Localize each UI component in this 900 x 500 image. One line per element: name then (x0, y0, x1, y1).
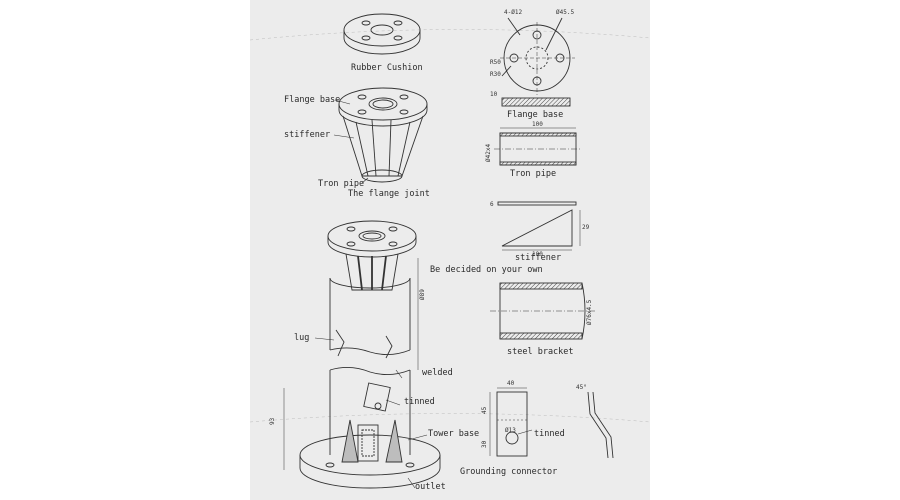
tinned-left-label: tinned (404, 397, 435, 407)
dim-bolt-holes: 4-Ø12 (504, 9, 523, 16)
dim-bracket-pipe: Ø76x4.5 (586, 299, 593, 325)
tinned-right-label: tinned (534, 429, 565, 439)
dim-connector-width: 40 (507, 380, 515, 387)
dim-thickness: 10 (490, 91, 498, 98)
drawing-sheet: Rubber Cushion Flange base stiffener Tro… (250, 0, 650, 500)
dim-connector-h2: 30 (481, 440, 488, 448)
iron-pipe-right-label: Tron pipe (510, 169, 557, 179)
dim-base-height: 93 (269, 417, 276, 425)
dim-r50: R50 (490, 59, 501, 66)
dim-tower-pipe: Ø89 (419, 289, 426, 300)
stiffener-right-label: stiffener (515, 253, 562, 263)
dim-angle: 45° (576, 384, 587, 391)
flange-base-label: Flange base (284, 95, 341, 105)
rubber-cushion-label: Rubber Cushion (351, 63, 423, 73)
flange-joint-label: The flange joint (348, 189, 430, 199)
iron-pipe-drawing (494, 127, 582, 166)
tower-base-drawing (283, 220, 441, 489)
flange-base-right-label: Flange base (507, 110, 564, 120)
technical-drawing (250, 13, 650, 489)
flange-joint-drawing (333, 87, 428, 184)
dim-stiffener-height: 29 (582, 224, 590, 231)
steel-bracket-drawing (490, 282, 595, 340)
iron-pipe-label: Tron pipe (318, 179, 365, 189)
tower-base-label: Tower base (428, 429, 480, 439)
dim-pipe-dia: Ø42x4 (485, 143, 492, 162)
flange-base-plan-view (500, 17, 575, 95)
decided-label: Be decided on your own (430, 265, 543, 275)
lug-label: lug (294, 333, 310, 343)
dim-pipe-length: 100 (532, 121, 543, 128)
steel-bracket-label: steel bracket (507, 347, 574, 357)
dim-stiffener-length: 100 (532, 251, 543, 258)
dim-flange-dia: Ø45.5 (556, 9, 575, 16)
dim-connector-h1: 45 (481, 406, 488, 414)
dim-stiffener-thick: 6 (490, 201, 494, 208)
flange-base-side-view (501, 97, 571, 107)
outlet-label: outlet (415, 482, 446, 492)
dim-hole: Ø13 (505, 427, 516, 434)
welded-label: welded (422, 368, 453, 378)
stiffener-drawing (497, 201, 581, 251)
grounding-connector-label: Grounding connector (460, 467, 558, 477)
grounding-connector-drawing (489, 387, 614, 459)
rubber-cushion-drawing (343, 13, 421, 55)
stiffener-label: stiffener (284, 130, 331, 140)
dim-r30: R30 (490, 71, 501, 78)
